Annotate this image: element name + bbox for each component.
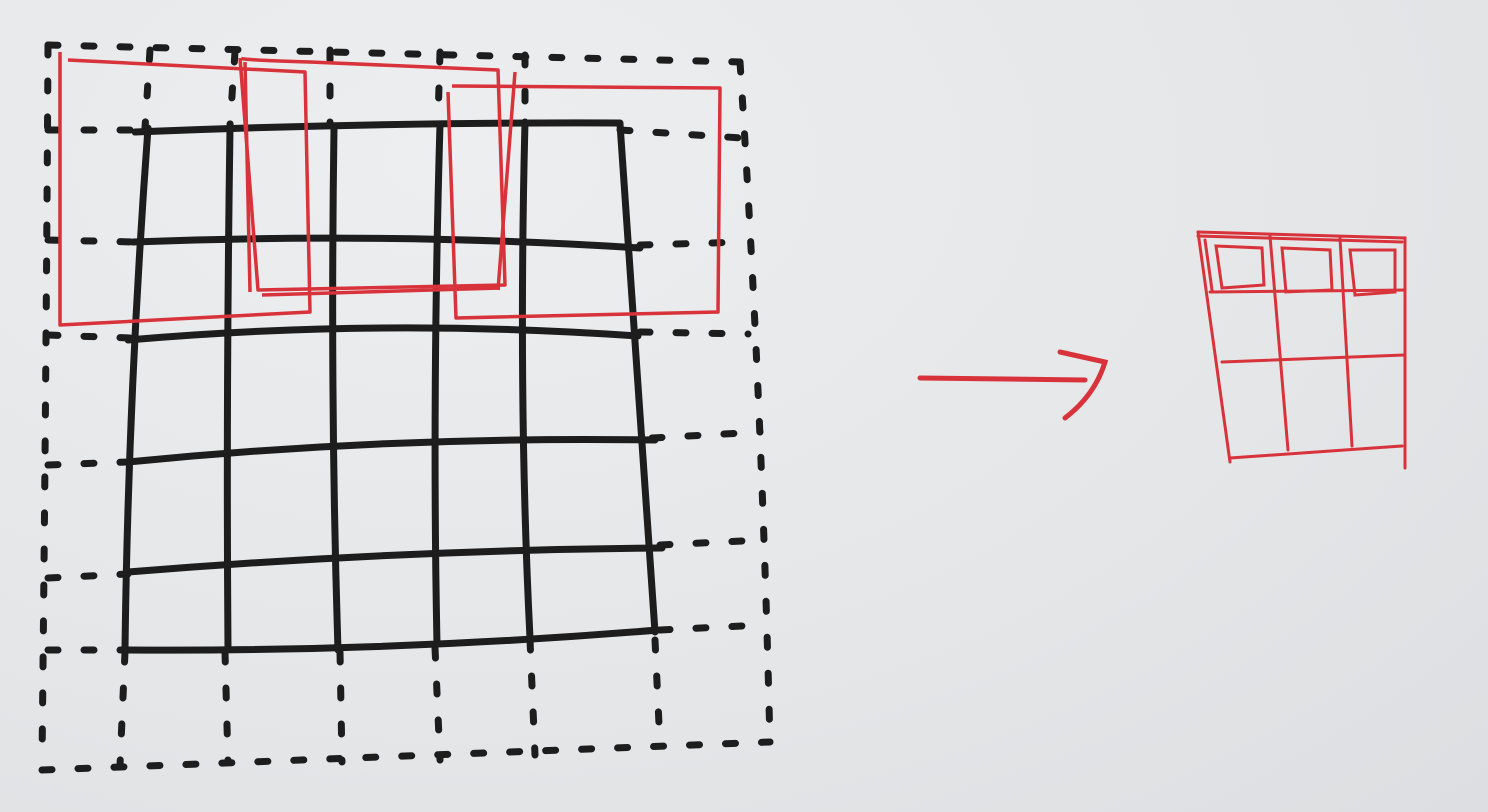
input-grid-col-line [518,118,534,642]
input-grid [121,118,666,654]
input-grid-col-line [616,120,659,636]
input-grid-col-line [223,124,234,652]
output-grid-border [1196,230,1407,470]
kernel-window-1 [58,52,312,327]
input-grid-row-line [129,234,644,252]
padding-boundary [38,41,774,774]
input-grid-col-line [121,124,152,654]
input-grid-row-line [124,324,642,344]
arrow-icon [917,349,1109,421]
output-cell-1 [1214,244,1266,290]
input-grid-row-line [124,544,666,576]
output-cell-3 [1348,248,1397,297]
kernel-window-3 [446,84,722,320]
input-grid-col-line [329,124,342,654]
input-grid-row-line [124,435,659,466]
kernel-window-2 [238,56,507,292]
input-grid-row-line [121,626,662,654]
kernel-window-2-inner [243,61,252,293]
input-grid-col-line [431,120,444,648]
input-grid-row-line [131,119,624,136]
output-cell-2 [1280,246,1334,294]
output-grid [1196,230,1407,470]
kernel-window-3-inner [496,71,517,291]
kernel-windows [58,52,722,327]
